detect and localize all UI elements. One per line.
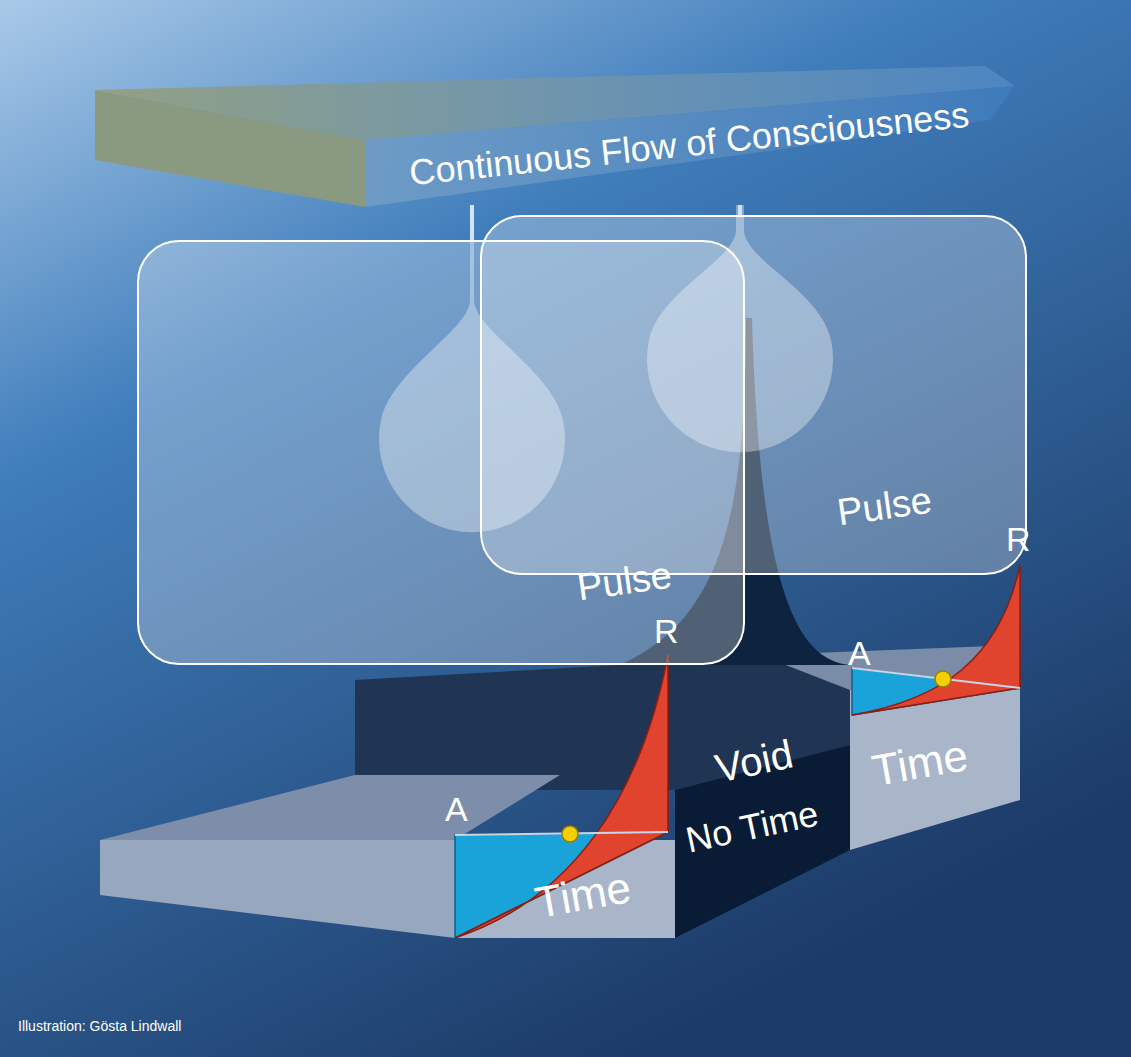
curve-letter: A [848,634,871,673]
void-block-label: Void [711,730,797,791]
banner-band: Continuous Flow of Consciousness [380,95,1000,205]
void-block: VoidNo Time [675,720,850,935]
time-slab-label: Time [531,862,634,929]
flow-stream [738,205,742,215]
curve-letter: R [1006,520,1031,559]
pulse-box: Pulse [480,215,1027,575]
banner-title: Continuous Flow of Consciousness [407,94,971,194]
r-curve [852,565,1020,715]
right-slab-front [850,690,1020,850]
banner-front [365,86,1015,207]
illustration-credit: Illustration: Gösta Lindwall [18,1018,181,1034]
left-slab-side [100,840,455,938]
left-slab-top [100,775,560,840]
time-slab-label: Time [868,730,971,797]
curve-letter: A [445,790,468,829]
graph-line [852,668,1020,688]
r-curve [455,655,668,938]
time-slab: Time [850,690,1020,850]
void-block-label: No Time [682,793,822,861]
crossing-dot [935,671,951,687]
flow-stream [470,205,474,240]
curve-letter: R [654,612,679,651]
time-slab: Time [455,840,675,938]
crossing-dot [562,826,578,842]
pulse-box-label: Pulse [834,479,934,535]
